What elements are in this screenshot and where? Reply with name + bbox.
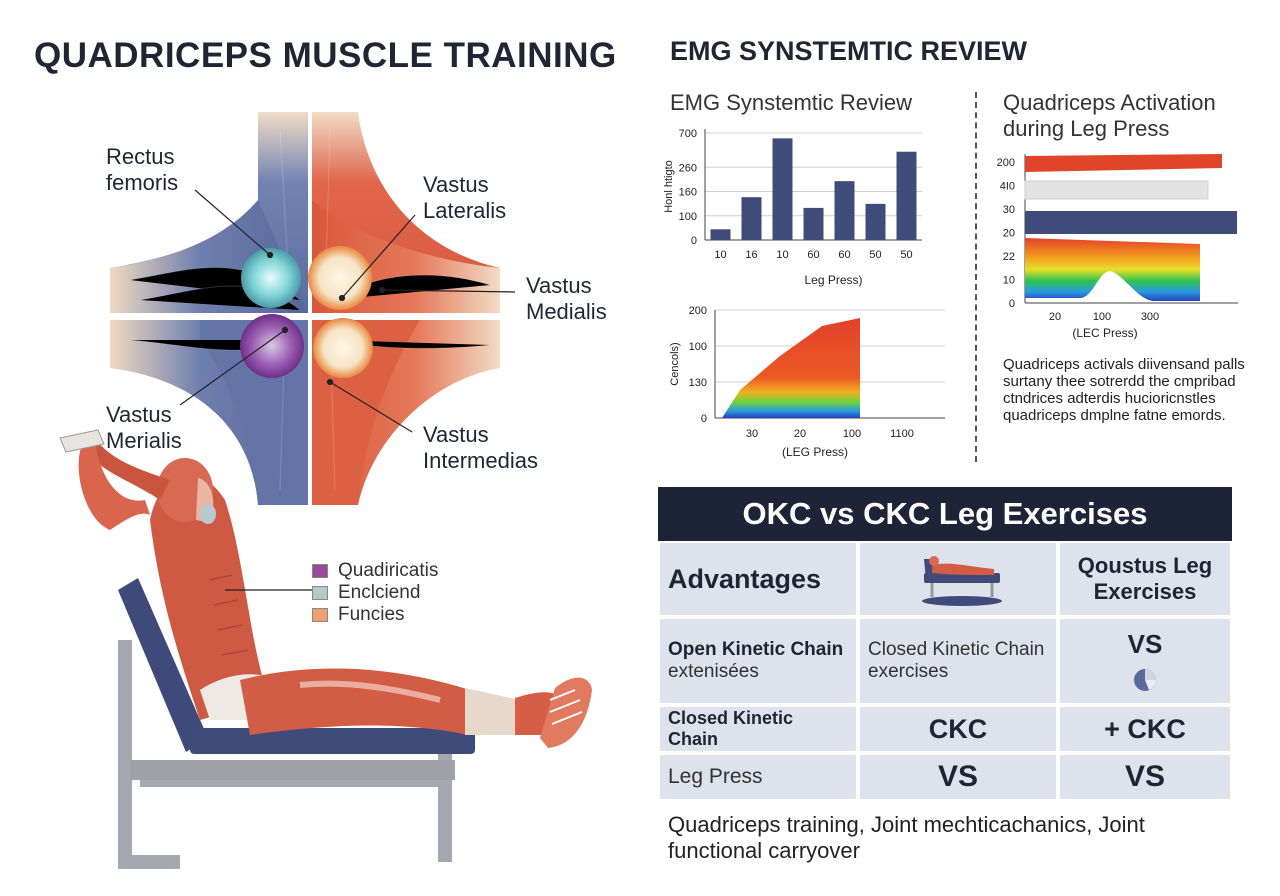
muscle-cross-section bbox=[110, 112, 500, 505]
x-tick-label: 50 bbox=[900, 249, 912, 261]
leg-press-icon bbox=[922, 556, 1002, 606]
emg-section-heading: EMG SYNSTEMTIC REVIEW bbox=[670, 36, 1028, 66]
legend-swatch bbox=[312, 586, 328, 600]
y-tick-label: 200 bbox=[689, 305, 707, 317]
legend: Quadiricatis Enclciend Funcies bbox=[312, 560, 438, 626]
x-tick-label: 100 bbox=[843, 428, 861, 440]
bar bbox=[1025, 211, 1237, 234]
page-title: QUADRICEPS MUSCLE TRAINING bbox=[34, 36, 617, 75]
y-tick-label: 30 bbox=[1003, 204, 1015, 216]
hbar-chart-title: Quadriceps Activation during Leg Press bbox=[1003, 90, 1216, 141]
bar bbox=[865, 203, 886, 240]
x-tick-label: 60 bbox=[838, 249, 850, 261]
legend-item: Funcies bbox=[312, 604, 438, 626]
table-cell: Closed Kinetic Chain bbox=[658, 705, 858, 753]
table-row: Advantages Qoustus Leg Exercises bbox=[658, 541, 1232, 617]
bar bbox=[1024, 180, 1209, 200]
leg-press-figure bbox=[59, 429, 592, 869]
activation-summary: Quadriceps activals diivensand palls sur… bbox=[1003, 356, 1245, 424]
table-cell: Advantages bbox=[658, 541, 858, 617]
y-axis-label: Honl htigto bbox=[663, 160, 675, 213]
x-tick-label: 1100 bbox=[890, 428, 914, 440]
vastus-lateralis-blob bbox=[308, 246, 372, 310]
x-axis-label: (LEC Press) bbox=[1072, 326, 1137, 340]
y-tick-label: 260 bbox=[679, 162, 697, 174]
table-header: OKC vs CKC Leg Exercises bbox=[658, 487, 1232, 541]
x-tick-label: 60 bbox=[807, 249, 819, 261]
x-tick-label: 100 bbox=[1093, 311, 1111, 323]
legend-swatch bbox=[312, 564, 328, 578]
y-tick-label: 160 bbox=[679, 187, 697, 199]
table-cell: VS bbox=[1058, 753, 1232, 801]
x-axis-label: Leg Press) bbox=[804, 273, 862, 287]
heatmap-band bbox=[1025, 238, 1200, 301]
y-tick-label: 20 bbox=[1003, 228, 1015, 240]
x-tick-label: 10 bbox=[714, 249, 726, 261]
bar bbox=[803, 207, 824, 240]
y-tick-label: 10 bbox=[1003, 275, 1015, 287]
legend-swatch bbox=[312, 608, 328, 622]
table-row: Open Kinetic Chain extenisées Closed Kin… bbox=[658, 617, 1232, 705]
bar bbox=[710, 229, 731, 240]
table-cell: + CKC bbox=[1058, 705, 1232, 753]
rectus-femoris-blob bbox=[241, 248, 301, 308]
y-tick-label: 200 bbox=[997, 157, 1015, 169]
table-cell: Leg Press bbox=[658, 753, 858, 801]
y-tick-label: 700 bbox=[679, 128, 697, 140]
legend-item: Enclciend bbox=[312, 582, 438, 604]
x-tick-label: 20 bbox=[1049, 311, 1061, 323]
y-tick-label: 0 bbox=[701, 413, 707, 425]
y-tick-label: 22 bbox=[1003, 251, 1015, 263]
y-axis-label: Cencols) bbox=[669, 342, 681, 385]
x-tick-label: 30 bbox=[746, 428, 758, 440]
bar bbox=[741, 197, 762, 240]
vastus-merialis-blob bbox=[240, 314, 304, 378]
section-divider bbox=[975, 92, 977, 462]
x-axis-label: (LEG Press) bbox=[782, 445, 848, 459]
emg-area-chart: 0 130 100 200 30 20 100 1100 Cencols) (LEG Press) bbox=[669, 305, 945, 459]
emg-bar-chart: 0 100 160 260 700 10 16 10 60 60 50 50 Honl htigtoLe… bbox=[663, 128, 922, 287]
x-tick-label: 16 bbox=[745, 249, 757, 261]
legend-item: Quadiricatis bbox=[312, 560, 438, 582]
table-cell: Open Kinetic Chain extenisées bbox=[658, 617, 858, 705]
x-tick-label: 10 bbox=[776, 249, 788, 261]
anatomy-illustration bbox=[59, 112, 592, 869]
x-tick-label: 50 bbox=[869, 249, 881, 261]
y-tick-label: 100 bbox=[679, 211, 697, 223]
table-row: Closed Kinetic Chain CKC + CKC bbox=[658, 705, 1232, 753]
y-tick-label: 130 bbox=[689, 377, 707, 389]
table-row: Leg Press VS VS bbox=[658, 753, 1232, 801]
pie-icon bbox=[1134, 668, 1156, 691]
bar-chart-title: EMG Synstemtic Review bbox=[670, 90, 913, 115]
y-tick-label: 0 bbox=[1009, 298, 1015, 310]
table-cell: Closed Kinetic Chain exercises bbox=[858, 617, 1058, 705]
bar bbox=[1025, 154, 1222, 172]
table-cell: VS bbox=[858, 753, 1058, 801]
footer-text: Quadriceps training, Joint mechticachani… bbox=[668, 812, 1145, 863]
y-tick-label: 4I0 bbox=[1000, 181, 1015, 193]
table-cell: CKC bbox=[858, 705, 1058, 753]
y-tick-label: 100 bbox=[689, 341, 707, 353]
y-tick-label: 0 bbox=[691, 235, 697, 247]
table-cell: Qoustus Leg Exercises bbox=[1058, 541, 1232, 617]
bar bbox=[896, 151, 917, 240]
x-tick-label: 20 bbox=[794, 428, 806, 440]
x-tick-label: 300 bbox=[1141, 311, 1159, 323]
table-cell-image bbox=[858, 541, 1058, 617]
bar bbox=[772, 138, 793, 240]
vastus-intermedias-blob bbox=[313, 318, 373, 378]
okc-ckc-table: OKC vs CKC Leg Exercises Advantages Qous… bbox=[658, 487, 1232, 801]
table-cell: VS bbox=[1058, 617, 1232, 705]
area-series bbox=[722, 318, 860, 418]
bar bbox=[834, 181, 855, 240]
